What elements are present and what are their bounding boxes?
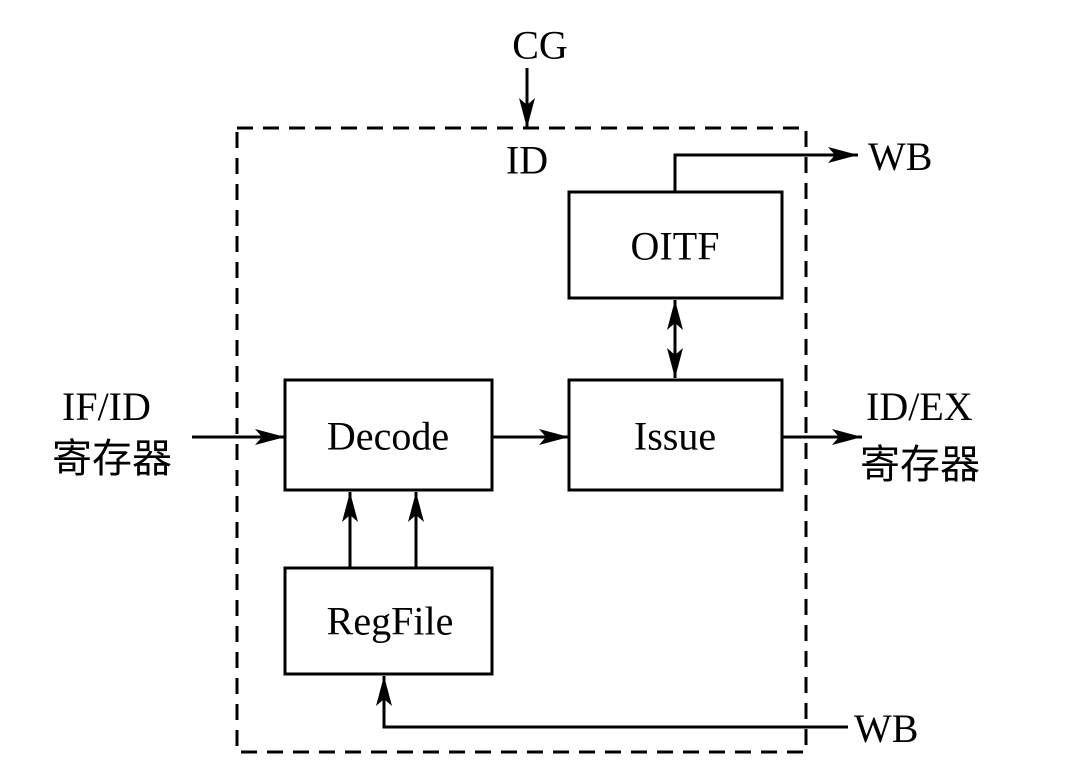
oitf-block bbox=[567, 190, 784, 300]
wb-to-regfile-arrow bbox=[376, 676, 848, 729]
output-register-label-line2: 寄存器 bbox=[860, 442, 980, 487]
output-register-label-line1: ID/EX bbox=[866, 384, 973, 429]
regfile-block bbox=[283, 566, 494, 676]
decode-block bbox=[283, 378, 494, 492]
issue-label: Issue bbox=[634, 414, 716, 459]
input-register-label-line2: 寄存器 bbox=[52, 436, 172, 481]
wb-top-label: WB bbox=[868, 134, 932, 179]
oitf-to-wb-arrow bbox=[673, 147, 858, 192]
issue-block bbox=[567, 378, 784, 492]
regfile-label: RegFile bbox=[327, 599, 454, 644]
stage-label: ID bbox=[506, 138, 548, 183]
wb-bottom-label: WB bbox=[854, 706, 918, 751]
input-register-label-line1: IF/ID bbox=[62, 384, 151, 429]
oitf-label: OITF bbox=[631, 224, 720, 269]
decode-label: Decode bbox=[327, 414, 449, 459]
cg-label: CG bbox=[512, 23, 568, 68]
